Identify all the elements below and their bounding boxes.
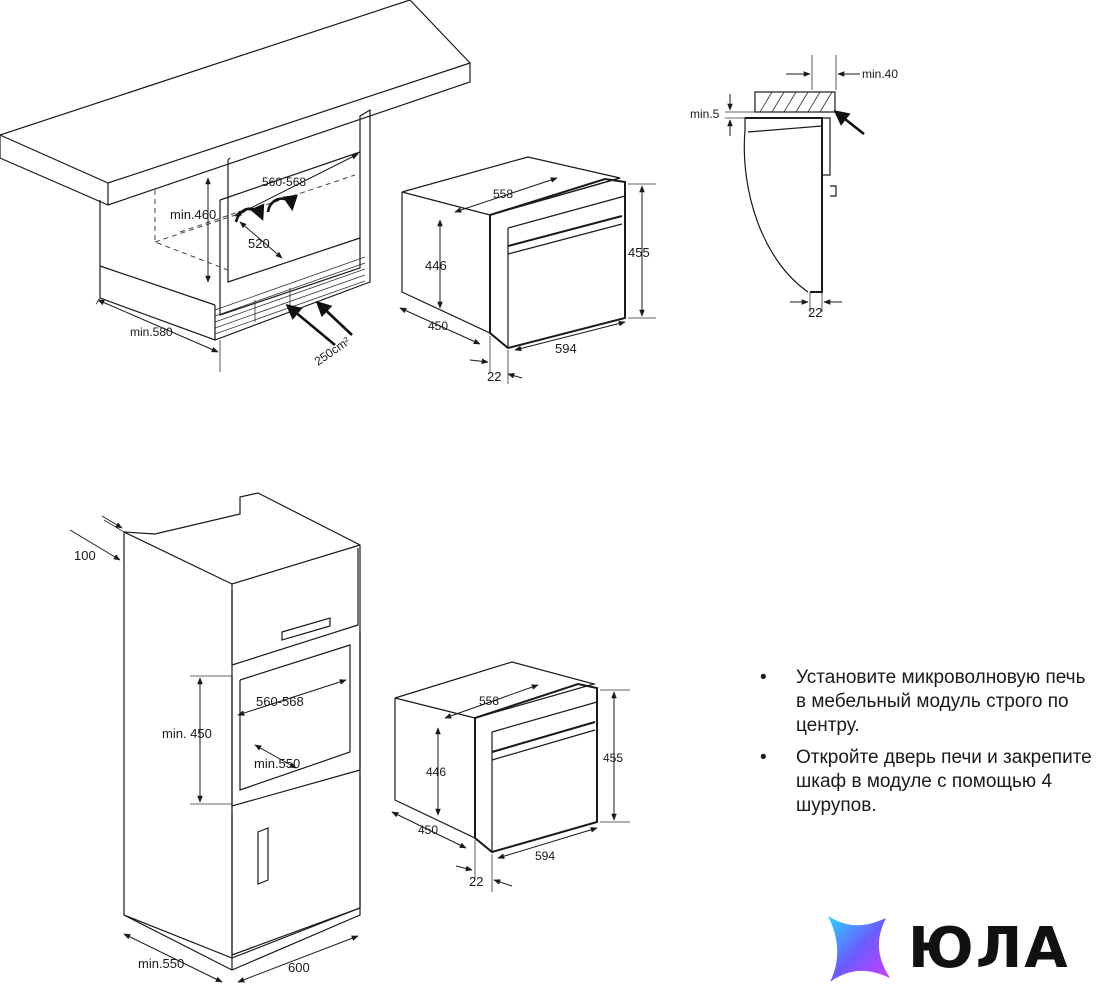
- dim-min580: min.580: [130, 325, 173, 339]
- oven1-dim-446: 446: [425, 258, 447, 273]
- column-dim-min550: min.550: [138, 956, 184, 971]
- oven1-dim-22: 22: [487, 369, 501, 384]
- note-bullet: •: [760, 747, 767, 768]
- column-dim-min450: min. 450: [162, 726, 212, 741]
- column-dim-100: 100: [74, 548, 96, 563]
- note-item: • Откройте дверь печи и закрепите шкаф в …: [760, 746, 1100, 818]
- column-dim-600: 600: [288, 960, 310, 975]
- oven2-dim-22: 22: [469, 874, 483, 889]
- oven2-dim-594: 594: [535, 849, 555, 863]
- oven2-dim-446: 446: [426, 765, 446, 779]
- side-arrow-icon: [833, 110, 865, 136]
- yula-logo-text: ЮЛА: [908, 916, 1070, 981]
- dim-520: 520: [248, 236, 270, 251]
- note-item: • Установите микроволновую печь в мебельн…: [760, 666, 1100, 738]
- dim-520-line: [239, 221, 283, 259]
- note-bullet: •: [760, 667, 767, 688]
- oven1-dim-594: 594: [555, 341, 577, 356]
- side-dim-22: 22: [808, 305, 822, 320]
- side-dim-min40: min.40: [862, 67, 898, 81]
- dim-min460: min.460: [170, 207, 216, 222]
- note-text: Установите микроволновую печь в мебельны…: [796, 667, 1086, 736]
- oven1-dim-455: 455: [628, 245, 650, 260]
- yula-logo-mark-icon: [828, 916, 890, 982]
- under-counter-cabinet-drawing: 560-568 min.460 520 min.580 250cm²: [0, 0, 471, 372]
- yula-logo: ЮЛА: [820, 912, 1100, 990]
- oven2-dim-455: 455: [603, 751, 623, 765]
- airflow-arrow-icon: [234, 203, 265, 223]
- oven1-dim-450: 450: [428, 319, 448, 333]
- oven2-dim-450: 450: [418, 823, 438, 837]
- installation-notes: • Установите микроволновую печь в мебельн…: [760, 666, 1100, 826]
- side-view-drawing: min.40 min.5 22: [690, 55, 898, 320]
- intake-arrow-icon: [315, 300, 353, 336]
- dim-560-568: 560-568: [262, 175, 306, 189]
- column-cabinet-drawing: 100 560-568 min. 450 min.550 min.550 600: [69, 492, 361, 983]
- airflow-arrow-icon: [266, 194, 298, 213]
- intake-arrow-icon: [285, 304, 336, 347]
- note-text: Откройте дверь печи и закрепите шкаф в м…: [796, 747, 1092, 816]
- oven2-dim-558: 558: [479, 694, 499, 708]
- column-dim-min550-inner: min.550: [254, 756, 300, 771]
- dim-250cm2: 250cm²: [312, 334, 353, 368]
- dim-min580-line: [97, 299, 219, 353]
- column-dim-560-568: 560-568: [256, 694, 304, 709]
- microwave-oven-drawing-bottom: 558 446 455 450 594 22: [391, 661, 630, 892]
- microwave-oven-drawing-top: 558 446 455 450 594 22: [399, 156, 656, 384]
- side-dim-min5: min.5: [690, 107, 720, 121]
- oven1-dim-558: 558: [493, 187, 513, 201]
